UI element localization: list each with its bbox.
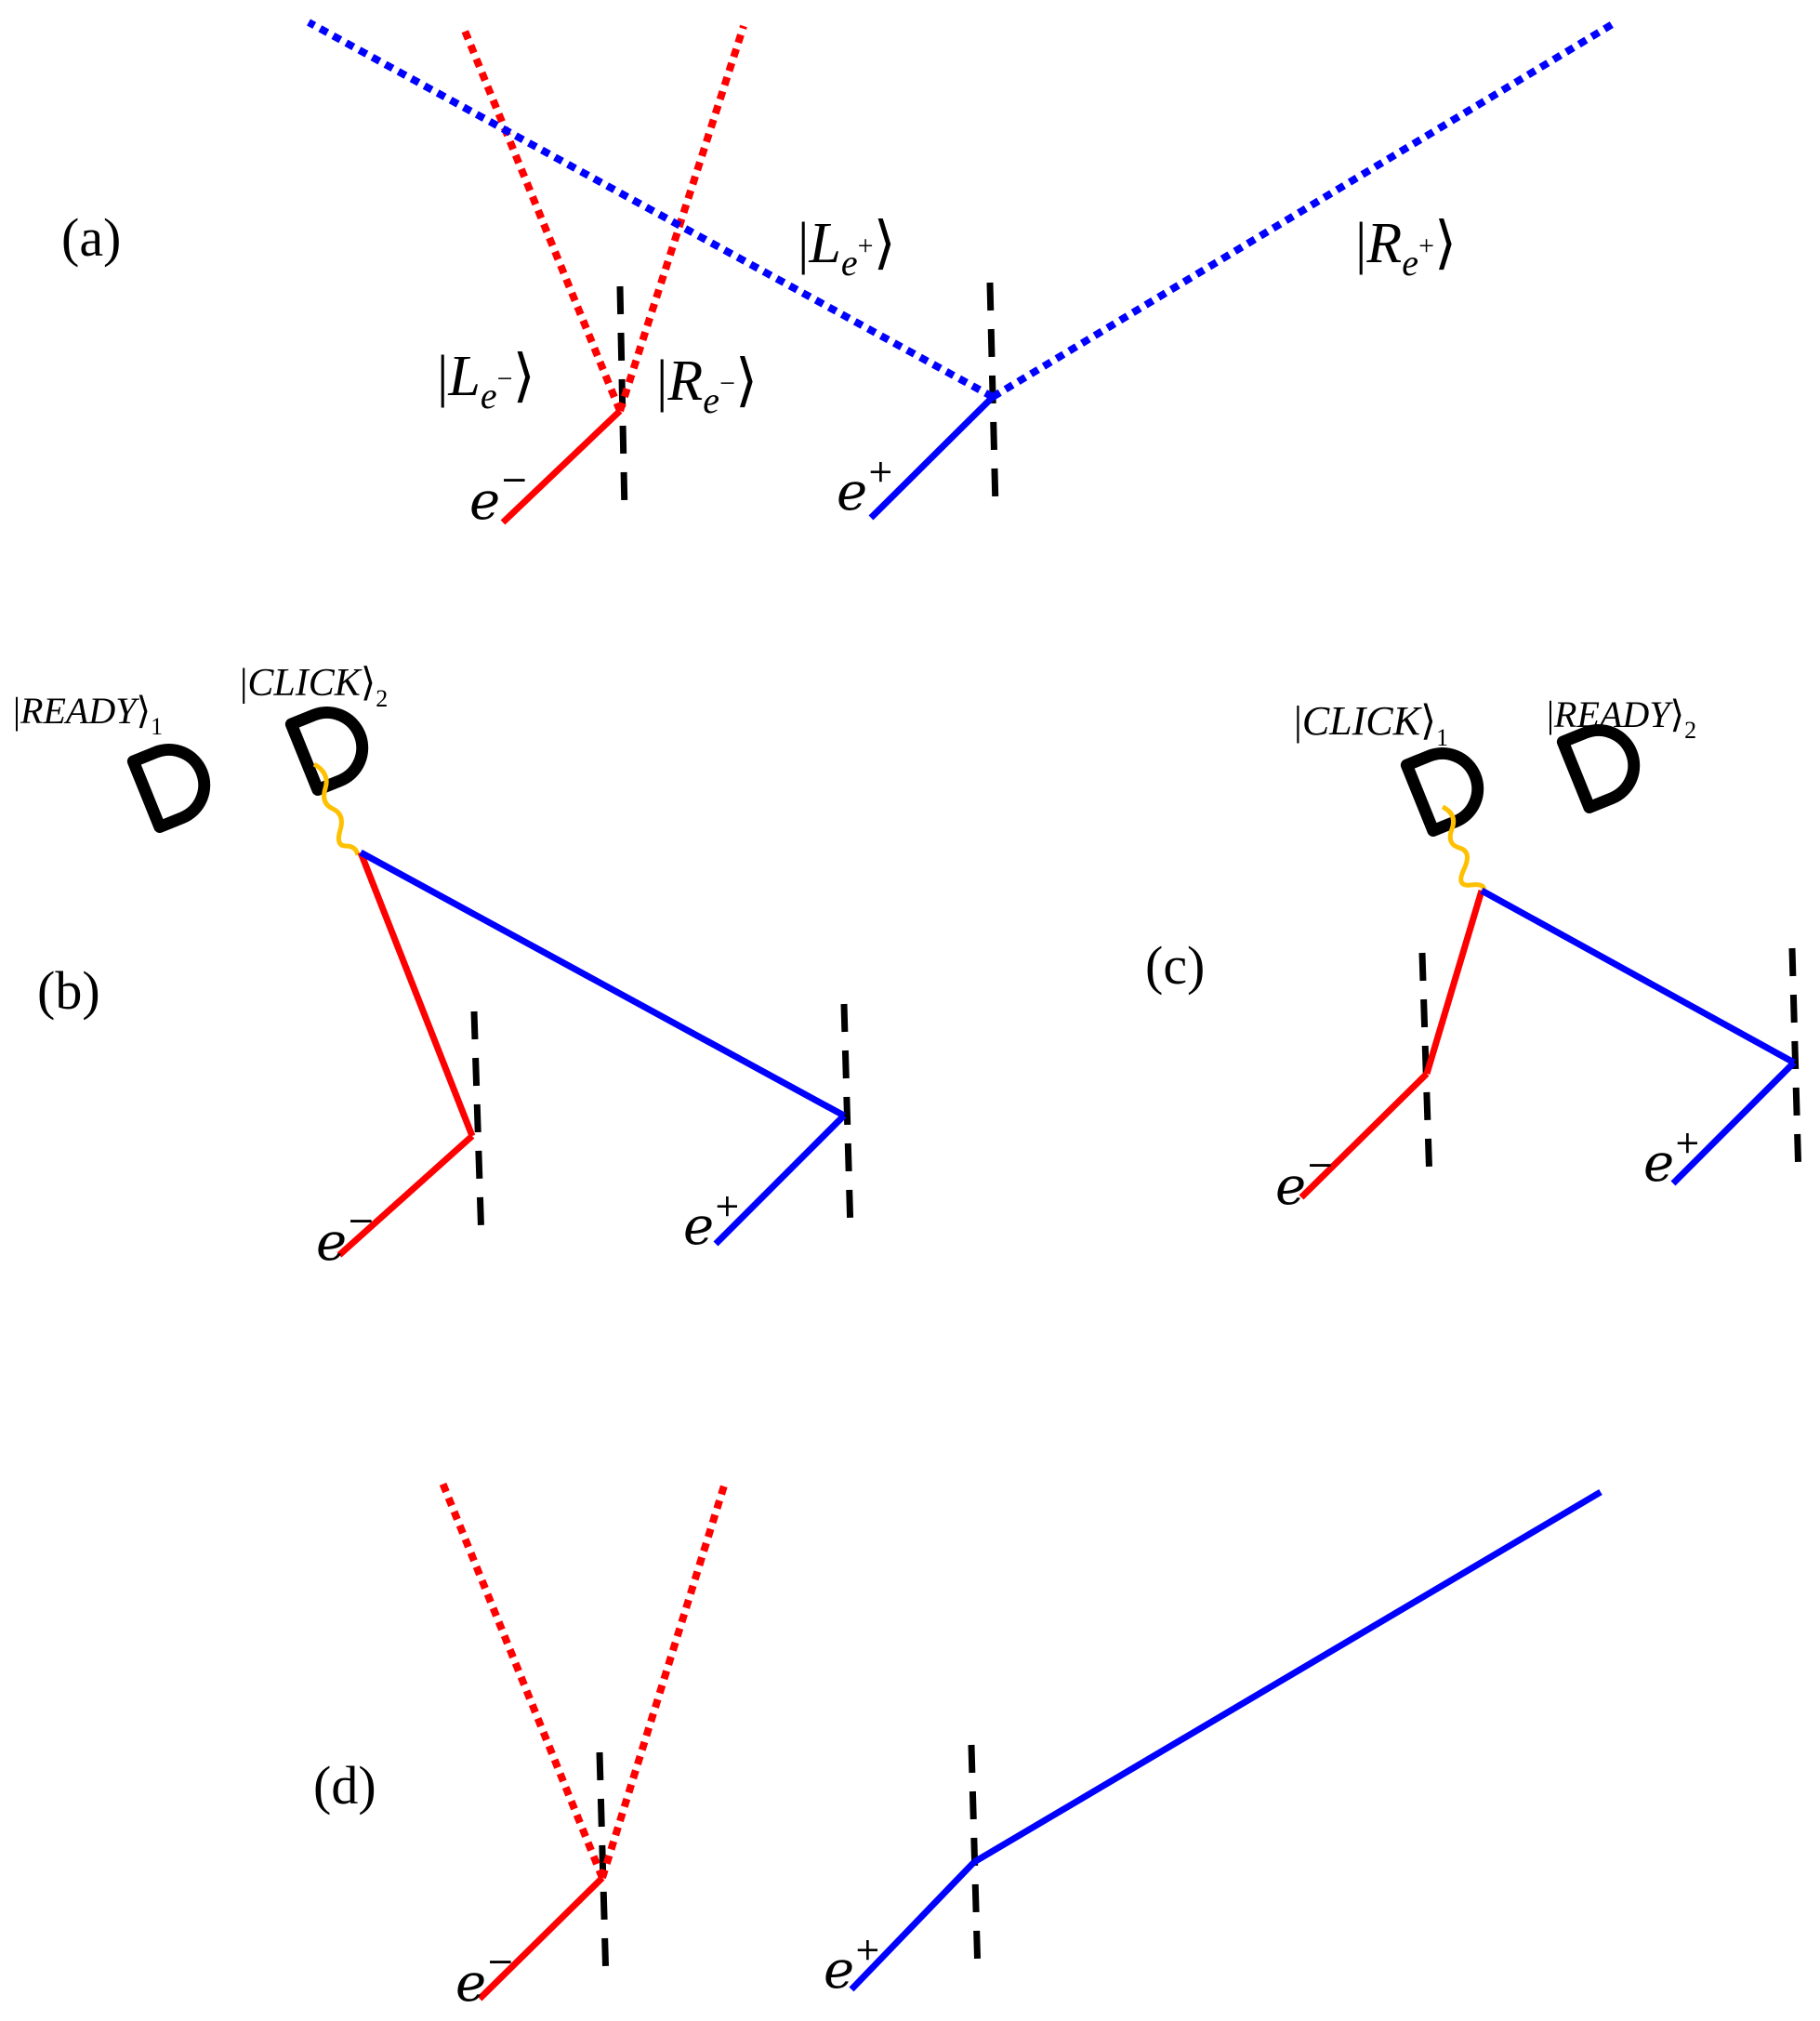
- ket-L-positron: |Le+⟩: [798, 212, 896, 284]
- beam-splitter-electron: [470, 1010, 485, 1242]
- electron-path-reflected: [357, 851, 476, 1138]
- detector-1-icon: [1400, 747, 1484, 837]
- electron-path-left-dotted: [459, 24, 624, 413]
- positron-path-transmitted: [972, 1488, 1602, 1866]
- electron-path-right-dotted: [599, 1481, 729, 1880]
- detector-2-state-label: |CLICK⟩2: [240, 662, 388, 712]
- beam-splitter-electron: [596, 1751, 610, 1983]
- photon-wave: [312, 761, 361, 856]
- detector-1-state-label: |CLICK⟩1: [1294, 698, 1448, 751]
- positron-path-right-dotted: [990, 19, 1618, 401]
- electron-label: e−: [316, 1202, 375, 1273]
- panel-label-c: (c): [1145, 935, 1205, 996]
- panel-a: (a) e− e+ |Le−⟩ |Re−⟩ |Le+⟩ |Re+⟩: [61, 19, 1618, 532]
- ket-R-positron: |Re+⟩: [1355, 212, 1457, 284]
- electron-path-reflected: [1423, 889, 1485, 1076]
- positron-label: e+: [837, 453, 894, 522]
- panel-label-a: (a): [61, 207, 121, 268]
- detector-1-icon: [126, 744, 211, 833]
- electron-path-incoming: [477, 1875, 605, 2001]
- photon-wave: [1441, 804, 1486, 892]
- ket-L-electron: |Le−⟩: [437, 345, 535, 416]
- electron-path-incoming: [336, 1133, 475, 1258]
- panel-label-d: (d): [313, 1755, 376, 1816]
- panel-d: (d) e− e+: [313, 1481, 1602, 2014]
- electron-path-right-dotted: [616, 24, 747, 413]
- panel-c: (c) |CLICK⟩1 |READY⟩2 e− e+: [1145, 693, 1802, 1217]
- electron-path-incoming: [500, 408, 623, 525]
- positron-path-incoming: [713, 1113, 847, 1247]
- positron-label: e+: [683, 1187, 741, 1257]
- electron-path-left-dotted: [439, 1481, 606, 1880]
- positron-path-reflected: [359, 849, 846, 1119]
- electron-label: e−: [469, 461, 528, 532]
- panel-label-b: (b): [37, 960, 100, 1021]
- electron-path-incoming: [1299, 1071, 1430, 1200]
- electron-label: e−: [1275, 1146, 1334, 1217]
- panel-b: (b) |READY⟩1 |CLICK⟩2 e− e+: [13, 662, 854, 1273]
- positron-label: e+: [1643, 1124, 1701, 1194]
- beam-splitter-electron: [616, 285, 628, 514]
- positron-path-left-dotted: [307, 19, 995, 401]
- detector-2-icon: [284, 707, 369, 796]
- positron-path-incoming: [849, 1859, 977, 1992]
- detector-1-state-label: |READY⟩1: [13, 690, 163, 740]
- beam-splitter-positron: [840, 1003, 854, 1233]
- electron-label: e−: [455, 1943, 514, 2014]
- ket-R-electron: |Re−⟩: [656, 350, 758, 421]
- positron-label: e+: [824, 1931, 881, 2001]
- positron-path-reflected: [1480, 887, 1796, 1066]
- positron-path-incoming: [868, 394, 996, 521]
- positron-path-incoming: [1670, 1060, 1797, 1186]
- detector-2-icon: [1556, 724, 1641, 813]
- beam-splitter-positron: [1788, 947, 1802, 1180]
